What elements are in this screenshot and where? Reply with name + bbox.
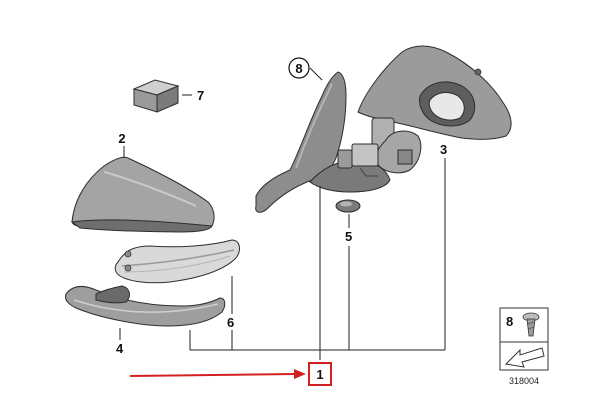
screw-icon — [522, 312, 540, 337]
callout-7: 7 — [197, 88, 204, 103]
callout-8-inset: 8 — [506, 314, 513, 329]
part-7-block — [132, 79, 180, 113]
diagram-number: 318004 — [509, 376, 539, 386]
callout-1-highlight: 1 — [308, 362, 332, 386]
callout-3: 3 — [440, 142, 447, 157]
screw-inset-box: 8 — [499, 307, 549, 371]
callout-8-circle: 8 — [288, 57, 310, 79]
mirror-motor-mechanism — [337, 117, 422, 177]
part-6-light-guide — [114, 239, 240, 284]
part-2-mirror-cap — [70, 156, 215, 233]
callout-8: 8 — [295, 61, 302, 76]
callout-5: 5 — [345, 229, 352, 244]
direction-arrow-icon — [504, 347, 545, 368]
callout-2: 2 — [118, 131, 125, 146]
callout-6: 6 — [227, 315, 234, 330]
leader-lines — [119, 67, 446, 360]
part-4-lower-cover — [65, 285, 226, 327]
red-arrow — [129, 369, 306, 379]
callout-4: 4 — [116, 341, 124, 356]
callout-1: 1 — [316, 367, 323, 382]
part-5-small-cap — [335, 199, 361, 213]
part-3-housing-shell — [357, 45, 512, 140]
